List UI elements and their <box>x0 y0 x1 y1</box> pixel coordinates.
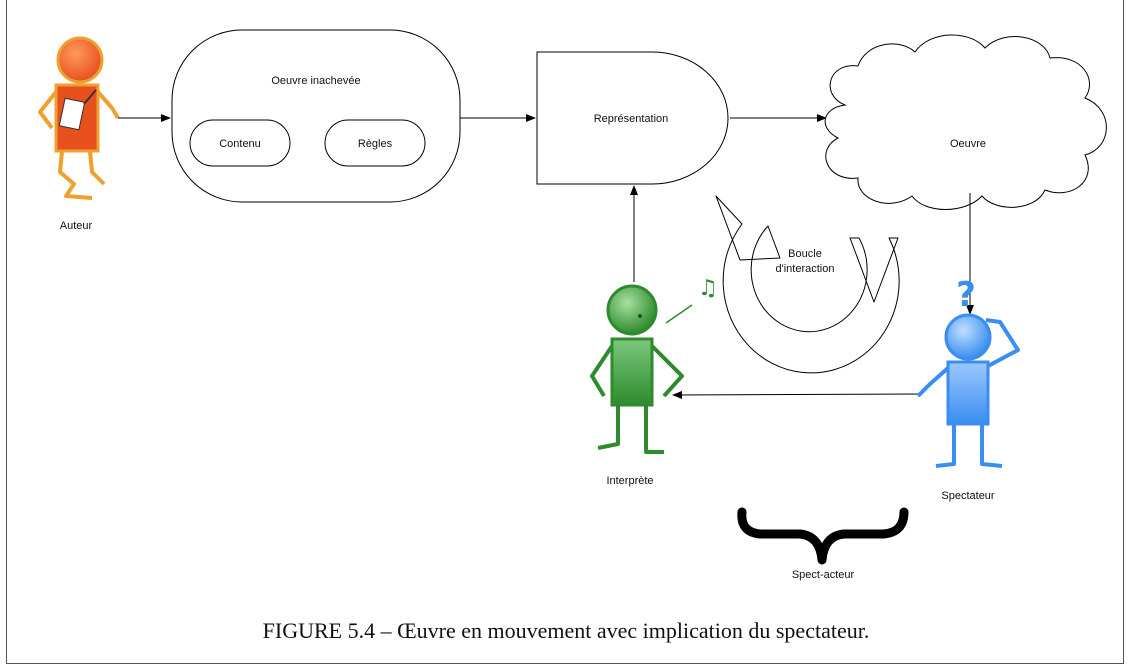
question-mark-icon: ? <box>956 275 976 315</box>
oeuvre-inachevee-label: Oeuvre inachevée <box>271 75 360 87</box>
oeuvre-cloud <box>824 34 1107 210</box>
regles-box <box>324 119 426 167</box>
representation-box <box>536 51 729 185</box>
spectateur-label: Spectateur <box>941 490 995 502</box>
caption-label: FIGURE <box>262 618 343 643</box>
caption-number: 5.4 <box>347 618 376 643</box>
auteur-figure-icon <box>38 36 120 200</box>
music-note-icon: ♫ <box>698 276 718 301</box>
representation-label: Représentation <box>594 113 669 125</box>
regles-label: Règles <box>358 138 393 150</box>
boucle-label-line1: Boucle <box>788 248 822 260</box>
spect-acteur-label: Spect-acteur <box>792 569 855 581</box>
auteur-label: Auteur <box>60 220 93 232</box>
interprete-label: Interprète <box>606 475 653 487</box>
oeuvre-label: Oeuvre <box>950 138 986 150</box>
caption-dash: – <box>380 618 392 643</box>
contenu-box <box>189 119 291 167</box>
interaction-loop-icon <box>715 195 900 374</box>
figure-caption: FIGURE 5.4 – Œuvre en mouvement avec imp… <box>0 618 1132 644</box>
contenu-label: Contenu <box>219 138 261 150</box>
oeuvre-inachevee-box <box>171 29 461 203</box>
figure-frame <box>6 0 1124 664</box>
spect-acteur-brace-icon <box>737 507 909 565</box>
flow-diagram: Auteur Oeuvre inachevée Contenu Règles R… <box>38 29 1107 581</box>
spectateur-figure-icon <box>916 313 1020 468</box>
interprete-figure-icon <box>590 284 693 454</box>
arrow-spectateur-to-interprete <box>672 390 923 399</box>
boucle-label-line2: d'interaction <box>776 263 835 275</box>
caption-text: Œuvre en mouvement avec implication du s… <box>397 618 870 643</box>
